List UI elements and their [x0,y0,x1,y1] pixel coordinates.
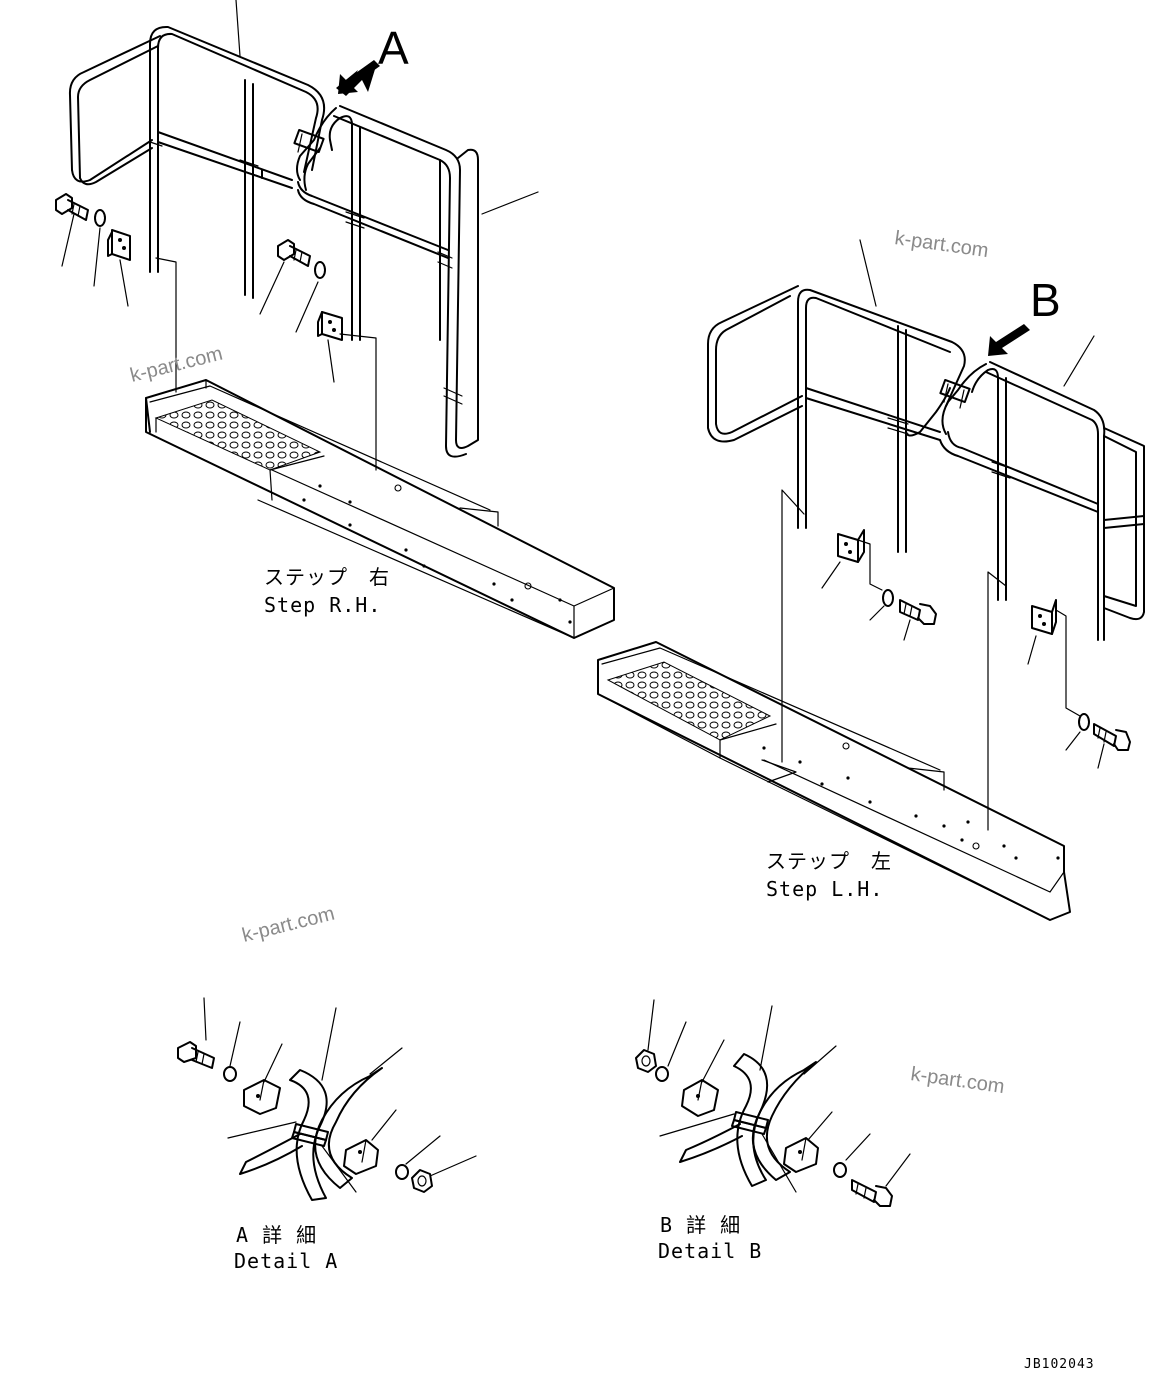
arrow-a-icon [336,60,380,96]
watermark-2: k-part.com [893,227,990,262]
detail-b: B 詳 細 Detail B [635,999,911,1263]
detail-a-label-jp: A 詳 細 [236,1223,317,1247]
step-rh-assembly: A [55,0,615,639]
detail-a-label-en: Detail A [234,1249,338,1273]
bolt-set-lh-1 [821,529,937,641]
clamp-joint-b [939,378,971,409]
step-lh-label-jp: ステップ 左 [766,849,892,873]
detail-b-label-jp: B 詳 細 [660,1213,741,1237]
bolt-set-rh-2 [259,239,343,383]
arrow-b-icon [988,324,1030,356]
step-body-lh [597,641,1071,921]
watermark-3: k-part.com [240,903,337,947]
handrail-rear-rh [68,25,326,299]
handrail-front-lh [939,361,1145,641]
step-lh-assembly: B [597,239,1145,921]
step-rh-label-jp: ステップ 右 [264,565,390,589]
bolt-set-rh-1 [55,193,131,307]
detail-a: A 詳 細 Detail A [177,997,477,1273]
step-rh-label-en: Step R.H. [264,593,381,617]
bolt-set-lh-2 [1027,599,1131,769]
drawing-code: JB102043 [1024,1357,1095,1372]
clamp-joint-a [293,128,325,159]
marker-b-label: B [1030,274,1061,326]
marker-a-label: A [378,22,409,74]
handrail-rear-lh [707,285,966,553]
handrail-front-rh [296,105,479,458]
detail-b-label-en: Detail B [658,1239,762,1263]
step-lh-label-en: Step L.H. [766,877,883,901]
watermark-4: k-part.com [909,1063,1006,1098]
step-body-rh [145,379,615,639]
